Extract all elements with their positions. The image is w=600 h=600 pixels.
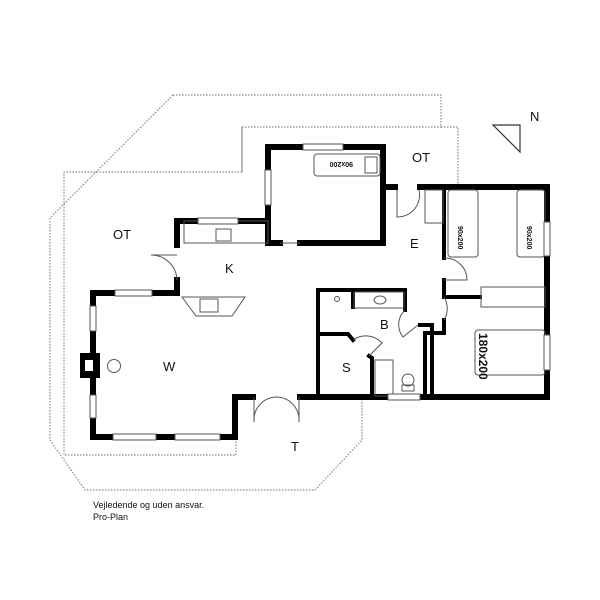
wardrobe bbox=[480, 286, 546, 308]
sink-icon bbox=[373, 295, 387, 305]
bed-top bbox=[313, 153, 381, 177]
room-label-bath: B bbox=[380, 317, 389, 332]
kitchen-island bbox=[181, 296, 246, 317]
bedroom-divider-3 bbox=[423, 318, 446, 399]
compass-label: N bbox=[530, 109, 539, 124]
bedroom-divider-2 bbox=[442, 278, 482, 299]
room-label-kitchen: K bbox=[225, 261, 234, 276]
bed-right-a bbox=[447, 189, 479, 258]
window bbox=[89, 305, 97, 332]
window bbox=[264, 169, 272, 206]
terrace-double-door[interactable] bbox=[253, 396, 300, 423]
room-label-living: W bbox=[163, 359, 176, 374]
stove-icon bbox=[107, 359, 121, 373]
window bbox=[114, 289, 153, 297]
window bbox=[174, 433, 221, 441]
room-label-entry: E bbox=[410, 236, 419, 251]
bedroom-door[interactable] bbox=[443, 257, 468, 281]
storage-wall bbox=[316, 332, 356, 343]
fireplace-opening bbox=[85, 360, 93, 371]
window bbox=[543, 334, 551, 371]
window bbox=[302, 143, 344, 151]
room-label-storage: S bbox=[342, 360, 351, 375]
toilet-icon bbox=[401, 373, 415, 387]
entry-door[interactable] bbox=[396, 189, 421, 218]
storage-door[interactable] bbox=[352, 335, 383, 357]
pillow bbox=[364, 156, 378, 174]
terrace-outline bbox=[173, 94, 459, 185]
bath-cabinet bbox=[374, 359, 394, 397]
window bbox=[197, 217, 239, 225]
room-label-ot-top: OT bbox=[412, 150, 430, 165]
bed-size-label-double: 180x200 bbox=[476, 333, 490, 380]
bath-wall-right bbox=[418, 323, 434, 399]
kitchen-sink-icon bbox=[215, 228, 232, 242]
terrace-outline-outer bbox=[49, 94, 363, 491]
publisher-note: Pro-Plan bbox=[93, 512, 129, 522]
north-arrow-icon bbox=[491, 124, 521, 154]
bed-size-label: 90x200 bbox=[330, 160, 353, 167]
window bbox=[387, 393, 421, 401]
cooktop-icon bbox=[199, 298, 219, 313]
window bbox=[89, 394, 97, 419]
window bbox=[543, 221, 551, 257]
bedroom-door-2[interactable] bbox=[443, 296, 448, 321]
bed-size-label: 90x200 bbox=[456, 226, 463, 249]
window bbox=[112, 433, 157, 441]
bed-size-label: 90x200 bbox=[525, 226, 532, 249]
shower-icon bbox=[334, 296, 340, 302]
closet bbox=[424, 189, 444, 224]
kitchen-door[interactable] bbox=[150, 254, 178, 281]
toilet-tank bbox=[401, 384, 415, 392]
vanity bbox=[353, 291, 405, 309]
room-label-ot-left: OT bbox=[113, 227, 131, 242]
exterior-wall-left bbox=[90, 277, 256, 440]
room-label-terrace: T bbox=[291, 439, 299, 454]
disclaimer-note: Vejledende og uden ansvar. bbox=[93, 500, 205, 510]
bath-wall bbox=[316, 288, 407, 399]
bath-door[interactable] bbox=[398, 309, 419, 338]
storage-wall-2 bbox=[366, 353, 374, 399]
